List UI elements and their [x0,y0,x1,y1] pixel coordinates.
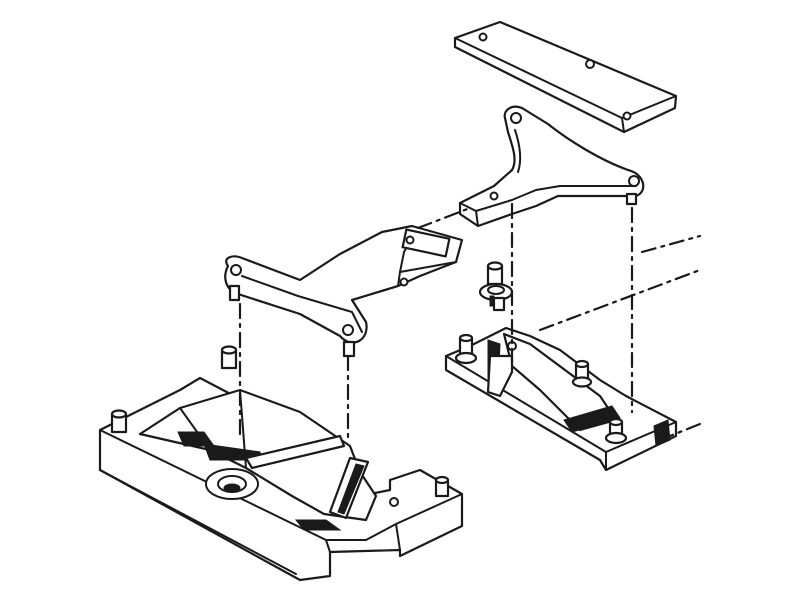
cover-hole [478,32,488,42]
alignment-line [538,268,702,332]
arm-pivot-hole [230,264,242,276]
arm-pivot-hole [405,235,415,245]
right-carriage [444,326,678,472]
base-casting [98,345,464,582]
lower-linkage-arm [224,224,464,358]
alignment-lines [238,202,702,442]
arm-pivot-hole [489,191,499,201]
arm-pivot-hole [342,324,354,336]
arm-pin [342,340,356,358]
cover-hole [585,59,595,69]
arm-pivot-hole [399,277,409,287]
coupling-pin [478,261,514,312]
upper-linkage-arm [458,105,645,228]
alignment-line [640,234,702,254]
lower-arm-block [401,228,451,258]
cover-hole [622,111,632,121]
arm-pin [228,284,241,302]
alignment-line [658,422,702,442]
arm-pin [625,192,638,206]
arm-pivot-hole [510,112,522,124]
cover-plate [453,20,678,134]
alignment-line [416,206,472,230]
arm-pivot-hole [628,175,640,187]
